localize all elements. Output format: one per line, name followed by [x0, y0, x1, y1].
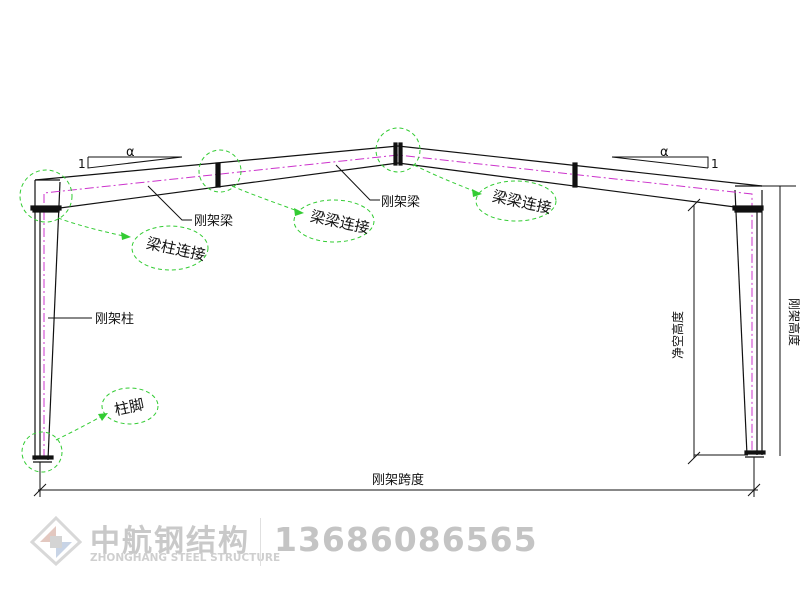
frame-centerline	[43, 154, 753, 458]
joint-plates	[30, 142, 766, 460]
label-leaders	[48, 164, 380, 319]
right-slope-alpha: α	[660, 145, 669, 160]
company-name: 中航钢结构	[90, 524, 250, 559]
label-beam-right: 刚架梁	[381, 195, 420, 210]
right-slope-mark	[611, 156, 709, 169]
company-name-en: ZHONGHANG STEEL STRUCTURE	[90, 552, 281, 564]
callout-column-base: 柱脚	[113, 395, 146, 419]
label-frame-height: 刚架高度	[787, 298, 800, 346]
span-dimension	[33, 457, 761, 497]
footer-divider	[260, 518, 261, 566]
phone-number: 13686086565	[274, 520, 538, 559]
company-logo	[30, 516, 82, 566]
callout-beam-joint-ridge: 梁梁连接	[491, 187, 553, 217]
left-slope-one: 1	[78, 157, 86, 171]
left-slope-alpha: α	[126, 145, 135, 160]
right-column	[734, 189, 764, 458]
callout-beam-column-joint: 梁柱连接	[145, 234, 207, 264]
right-slope-one: 1	[711, 157, 719, 171]
left-column	[33, 180, 61, 463]
watermark-footer: 中航钢结构 ZHONGHANG STEEL STRUCTURE 13686086…	[0, 508, 800, 578]
left-slope-mark	[87, 156, 183, 169]
frame-height-dimension	[762, 185, 796, 456]
label-beam-left: 刚架梁	[194, 214, 233, 229]
callout-arrowheads	[98, 189, 482, 421]
label-column: 刚架柱	[95, 312, 134, 327]
clear-height-dimension	[687, 198, 748, 465]
callout-beam-joint-left: 梁梁连接	[309, 207, 371, 237]
label-span: 刚架跨度	[372, 472, 424, 488]
callout-shapes	[19, 127, 557, 473]
label-clear-height: 净空高度	[670, 311, 685, 359]
